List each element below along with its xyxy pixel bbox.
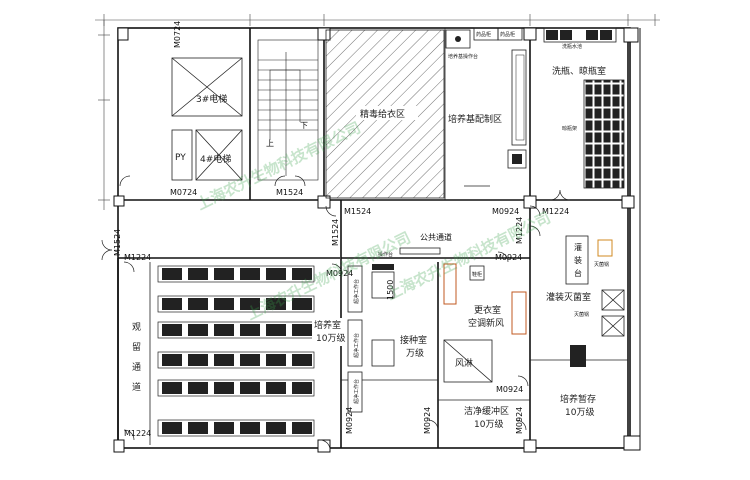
observation-char-4: 道: [132, 381, 141, 393]
drying-rack-label: 晾瓶架: [562, 125, 577, 132]
stair-up-label: 上: [266, 139, 274, 148]
door-swings: [101, 175, 571, 451]
clean-bench-1: 超净工作台: [353, 279, 360, 304]
culture-room-label: 培养室: [314, 319, 341, 331]
filling-machine-char-3: 台: [574, 268, 582, 278]
sterilizer-label: 灭菌锅: [574, 311, 589, 318]
filling-machine-char-1: 灌: [574, 242, 582, 252]
corridor-bench: [399, 247, 441, 255]
filling-equipment: [565, 235, 625, 367]
door-m0924-inoc: M0924: [345, 407, 354, 434]
staircase: [257, 39, 319, 181]
door-m0924-buffer: M0924: [423, 407, 432, 434]
filling-machine-char-2: 装: [574, 255, 582, 265]
changing-room-sub: 空调新风: [468, 317, 504, 329]
inoculation-grade: 万级: [406, 347, 424, 359]
dim-1500: 1500: [386, 280, 395, 300]
observation-char-3: 通: [132, 362, 141, 373]
clean-bench-3: 超净工作台: [353, 379, 360, 404]
door-m0924-shower: M0924: [496, 385, 523, 394]
elevator-4-label: 4#电梯: [200, 153, 231, 165]
door-m1524-stair: M1524: [276, 188, 303, 197]
door-m1524-corridor: M1524: [344, 207, 371, 216]
door-m1224-bottom: M1224: [124, 429, 151, 438]
door-m1224-wash: M1224: [542, 207, 569, 216]
clean-benches: [347, 265, 395, 413]
changing-room-label: 更衣室: [474, 304, 501, 316]
media-counter-label: 培养基操作台: [448, 53, 478, 60]
washing-room-label: 洗瓶、晾瓶室: [552, 65, 606, 77]
structural-columns: [113, 27, 641, 453]
door-m0924-storage: M0924: [515, 407, 524, 434]
top-cabinet-1: 药品柜: [476, 31, 491, 38]
public-corridor-label: 公共通道: [420, 232, 452, 242]
wind-shower-label: 风淋: [455, 357, 473, 369]
stair-down-label: 下: [300, 121, 308, 130]
door-m0724-bottom: M0724: [170, 188, 197, 197]
media-prep-label: 培养基配制区: [448, 113, 502, 125]
door-m0924-changing: M0924: [495, 253, 522, 262]
media-prep-equipment: [445, 27, 527, 187]
culture-storage-label: 培养暂存: [560, 393, 596, 405]
door-m0724-top: M0724: [173, 21, 182, 48]
elevator-core: 3#电梯 4#电梯 PY: [171, 57, 243, 181]
door-m1224-culture: M1224: [124, 253, 151, 262]
watermark-2: 上海农升生物科技有限公司: [384, 209, 554, 304]
clean-bench-2: 超净工作台: [353, 333, 360, 358]
top-cabinet-2: 药品柜: [500, 31, 515, 38]
autoclave-label: 灭菌锅: [594, 261, 609, 268]
buffer-zone-label: 洁净缓冲区: [464, 405, 509, 417]
shoe-cabinet-label: 鞋柜: [472, 271, 482, 278]
changing-equipment: [443, 263, 527, 383]
culture-room-grade: 10万级: [316, 332, 345, 344]
dimension-lines: [95, 14, 660, 210]
inoculation-label: 接种室: [400, 334, 427, 346]
filling-room-label: 灌装灭菌室: [546, 291, 591, 303]
py-label: PY: [175, 153, 186, 163]
door-m0924-media: M0924: [492, 207, 519, 216]
sterile-label-bg: [356, 106, 418, 120]
wash-sink-label: 洗瓶水池: [562, 43, 582, 50]
observation-char-2: 留: [132, 341, 141, 353]
side-table-label: 操作台: [378, 251, 393, 258]
observation-char-1: 观: [132, 322, 141, 333]
culture-rack-shelves: [162, 268, 312, 434]
washing-equipment: [543, 27, 625, 189]
door-m1524-left: M1524: [113, 229, 122, 256]
door-m0924-culture: M0924: [326, 269, 353, 278]
culture-storage-grade: 10万级: [565, 406, 594, 418]
corridor-side-table: [372, 264, 394, 270]
sterile-area-label: 精毒给衣区: [360, 108, 405, 120]
door-m1224-filling: M1224: [515, 217, 524, 244]
elevator-3-label: 3#电梯: [196, 93, 227, 105]
buffer-zone-grade: 10万级: [474, 418, 503, 430]
door-m1524-center: M1524: [331, 219, 340, 246]
